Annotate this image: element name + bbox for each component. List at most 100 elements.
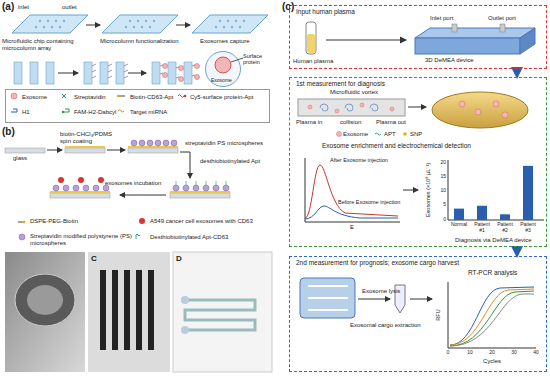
tick-label: 10: [436, 188, 446, 194]
circle-shape: [227, 20, 229, 22]
circle-shape: [133, 26, 135, 28]
label: exosomes incubation: [105, 180, 161, 187]
circle-shape: [183, 185, 189, 191]
line-shape: [308, 309, 348, 311]
panel-letter: (b): [2, 126, 15, 138]
axis-title: Cycles: [483, 358, 501, 365]
circle-shape: [117, 95, 120, 98]
zoom-label: Surface protein: [243, 53, 271, 66]
flow-arrow: [516, 247, 518, 256]
label: Outlet port: [488, 15, 516, 22]
legend-text: Biotin-CD63-Apt: [130, 94, 173, 101]
tick-label: 40: [529, 350, 543, 356]
rect-shape: [88, 252, 170, 372]
rect-shape: [500, 214, 510, 220]
rect-shape: [307, 34, 315, 53]
rect-shape: [65, 146, 105, 148]
circle-shape: [171, 140, 177, 146]
circle-shape: [139, 218, 145, 224]
label: Exosomal cargo extraction: [350, 322, 421, 329]
label: collision: [340, 119, 361, 126]
circle-shape: [223, 185, 229, 191]
label: After Exosome injection: [330, 157, 388, 163]
legend-text: FAM-H2-Dabcyl: [74, 109, 116, 116]
path-shape: [305, 158, 400, 222]
g-shape: [92, 64, 195, 78]
polygon-shape: [415, 28, 535, 38]
rect-shape: [84, 62, 92, 84]
label: Desthiobiotinylated Apt-CD63: [150, 234, 228, 241]
circle-shape: [163, 64, 168, 69]
label: Plasma out: [376, 119, 406, 126]
legend-text: Target miRNA: [130, 109, 167, 116]
zoom-circle: Surface proteinExosome: [205, 50, 272, 88]
line-shape: [128, 73, 146, 74]
label: APT: [384, 131, 396, 138]
polygon-shape: [102, 15, 178, 33]
axis-title: RFU: [435, 309, 441, 320]
g-shape: [35, 20, 245, 28]
circle-shape: [98, 177, 104, 183]
label: RT-PCR analysis: [468, 269, 517, 276]
circle-shape: [459, 101, 465, 107]
circle-shape: [195, 64, 200, 69]
circle-shape: [147, 140, 153, 146]
label: glass: [13, 155, 27, 162]
circle-shape: [308, 105, 312, 109]
polygon-shape: [192, 15, 268, 33]
panel-letter: (c): [282, 1, 294, 13]
circle-shape: [43, 26, 45, 28]
polygon-shape: [520, 28, 535, 54]
legend-text: Exosome: [22, 94, 47, 101]
label: Microfluidic vortex: [330, 89, 378, 96]
ellipse-shape: [15, 274, 75, 326]
path-shape: [450, 289, 534, 345]
label: Microfluidic chip containing microcolumn…: [2, 38, 97, 52]
label: Streptavidin modified polystyrene (PS) m…: [30, 233, 140, 247]
category-label: Patient #2: [494, 222, 516, 234]
path-shape: [448, 160, 544, 220]
tick-label: 20: [485, 350, 499, 356]
label: A549 cancer cell exosomes with CD63: [150, 218, 253, 225]
path-shape: [345, 104, 353, 111]
axis-title: Exosomes (×10⁸ μL⁻¹): [425, 163, 431, 217]
g-shape: [14, 62, 192, 84]
rect-shape: [500, 24, 505, 32]
circle-shape: [235, 20, 237, 22]
circle-shape: [11, 93, 17, 99]
circle-shape: [231, 26, 233, 28]
line-shape: [326, 39, 406, 40]
circle-shape: [131, 140, 137, 146]
path-shape: [11, 109, 17, 112]
line-shape: [403, 190, 418, 191]
path-shape: [305, 165, 398, 218]
path-shape: [320, 104, 328, 111]
circle-shape: [58, 177, 64, 183]
label: Human plasma: [293, 58, 333, 65]
circle-shape: [195, 75, 200, 80]
path-shape: [450, 287, 534, 345]
rect-shape: [100, 62, 108, 84]
rect-shape: [128, 148, 178, 153]
path-shape: [62, 94, 66, 98]
rect-shape: [454, 209, 464, 220]
circle-shape: [83, 185, 89, 191]
circle-shape: [35, 26, 37, 28]
circle-shape: [179, 66, 184, 71]
circle-shape: [47, 20, 49, 22]
circle-shape: [73, 185, 79, 191]
circle-shape: [335, 109, 339, 113]
photo-letter: C: [91, 254, 97, 263]
circle-shape: [181, 326, 189, 334]
circle-shape: [59, 26, 61, 28]
rect-shape: [152, 62, 160, 84]
circle-shape: [203, 185, 209, 191]
circle-shape: [493, 101, 499, 107]
circle-shape: [181, 296, 189, 304]
path-shape: [375, 133, 381, 135]
label: Plasma in: [296, 119, 322, 126]
circle-shape: [360, 103, 364, 107]
line-shape: [86, 25, 100, 26]
circle-shape: [129, 20, 131, 22]
